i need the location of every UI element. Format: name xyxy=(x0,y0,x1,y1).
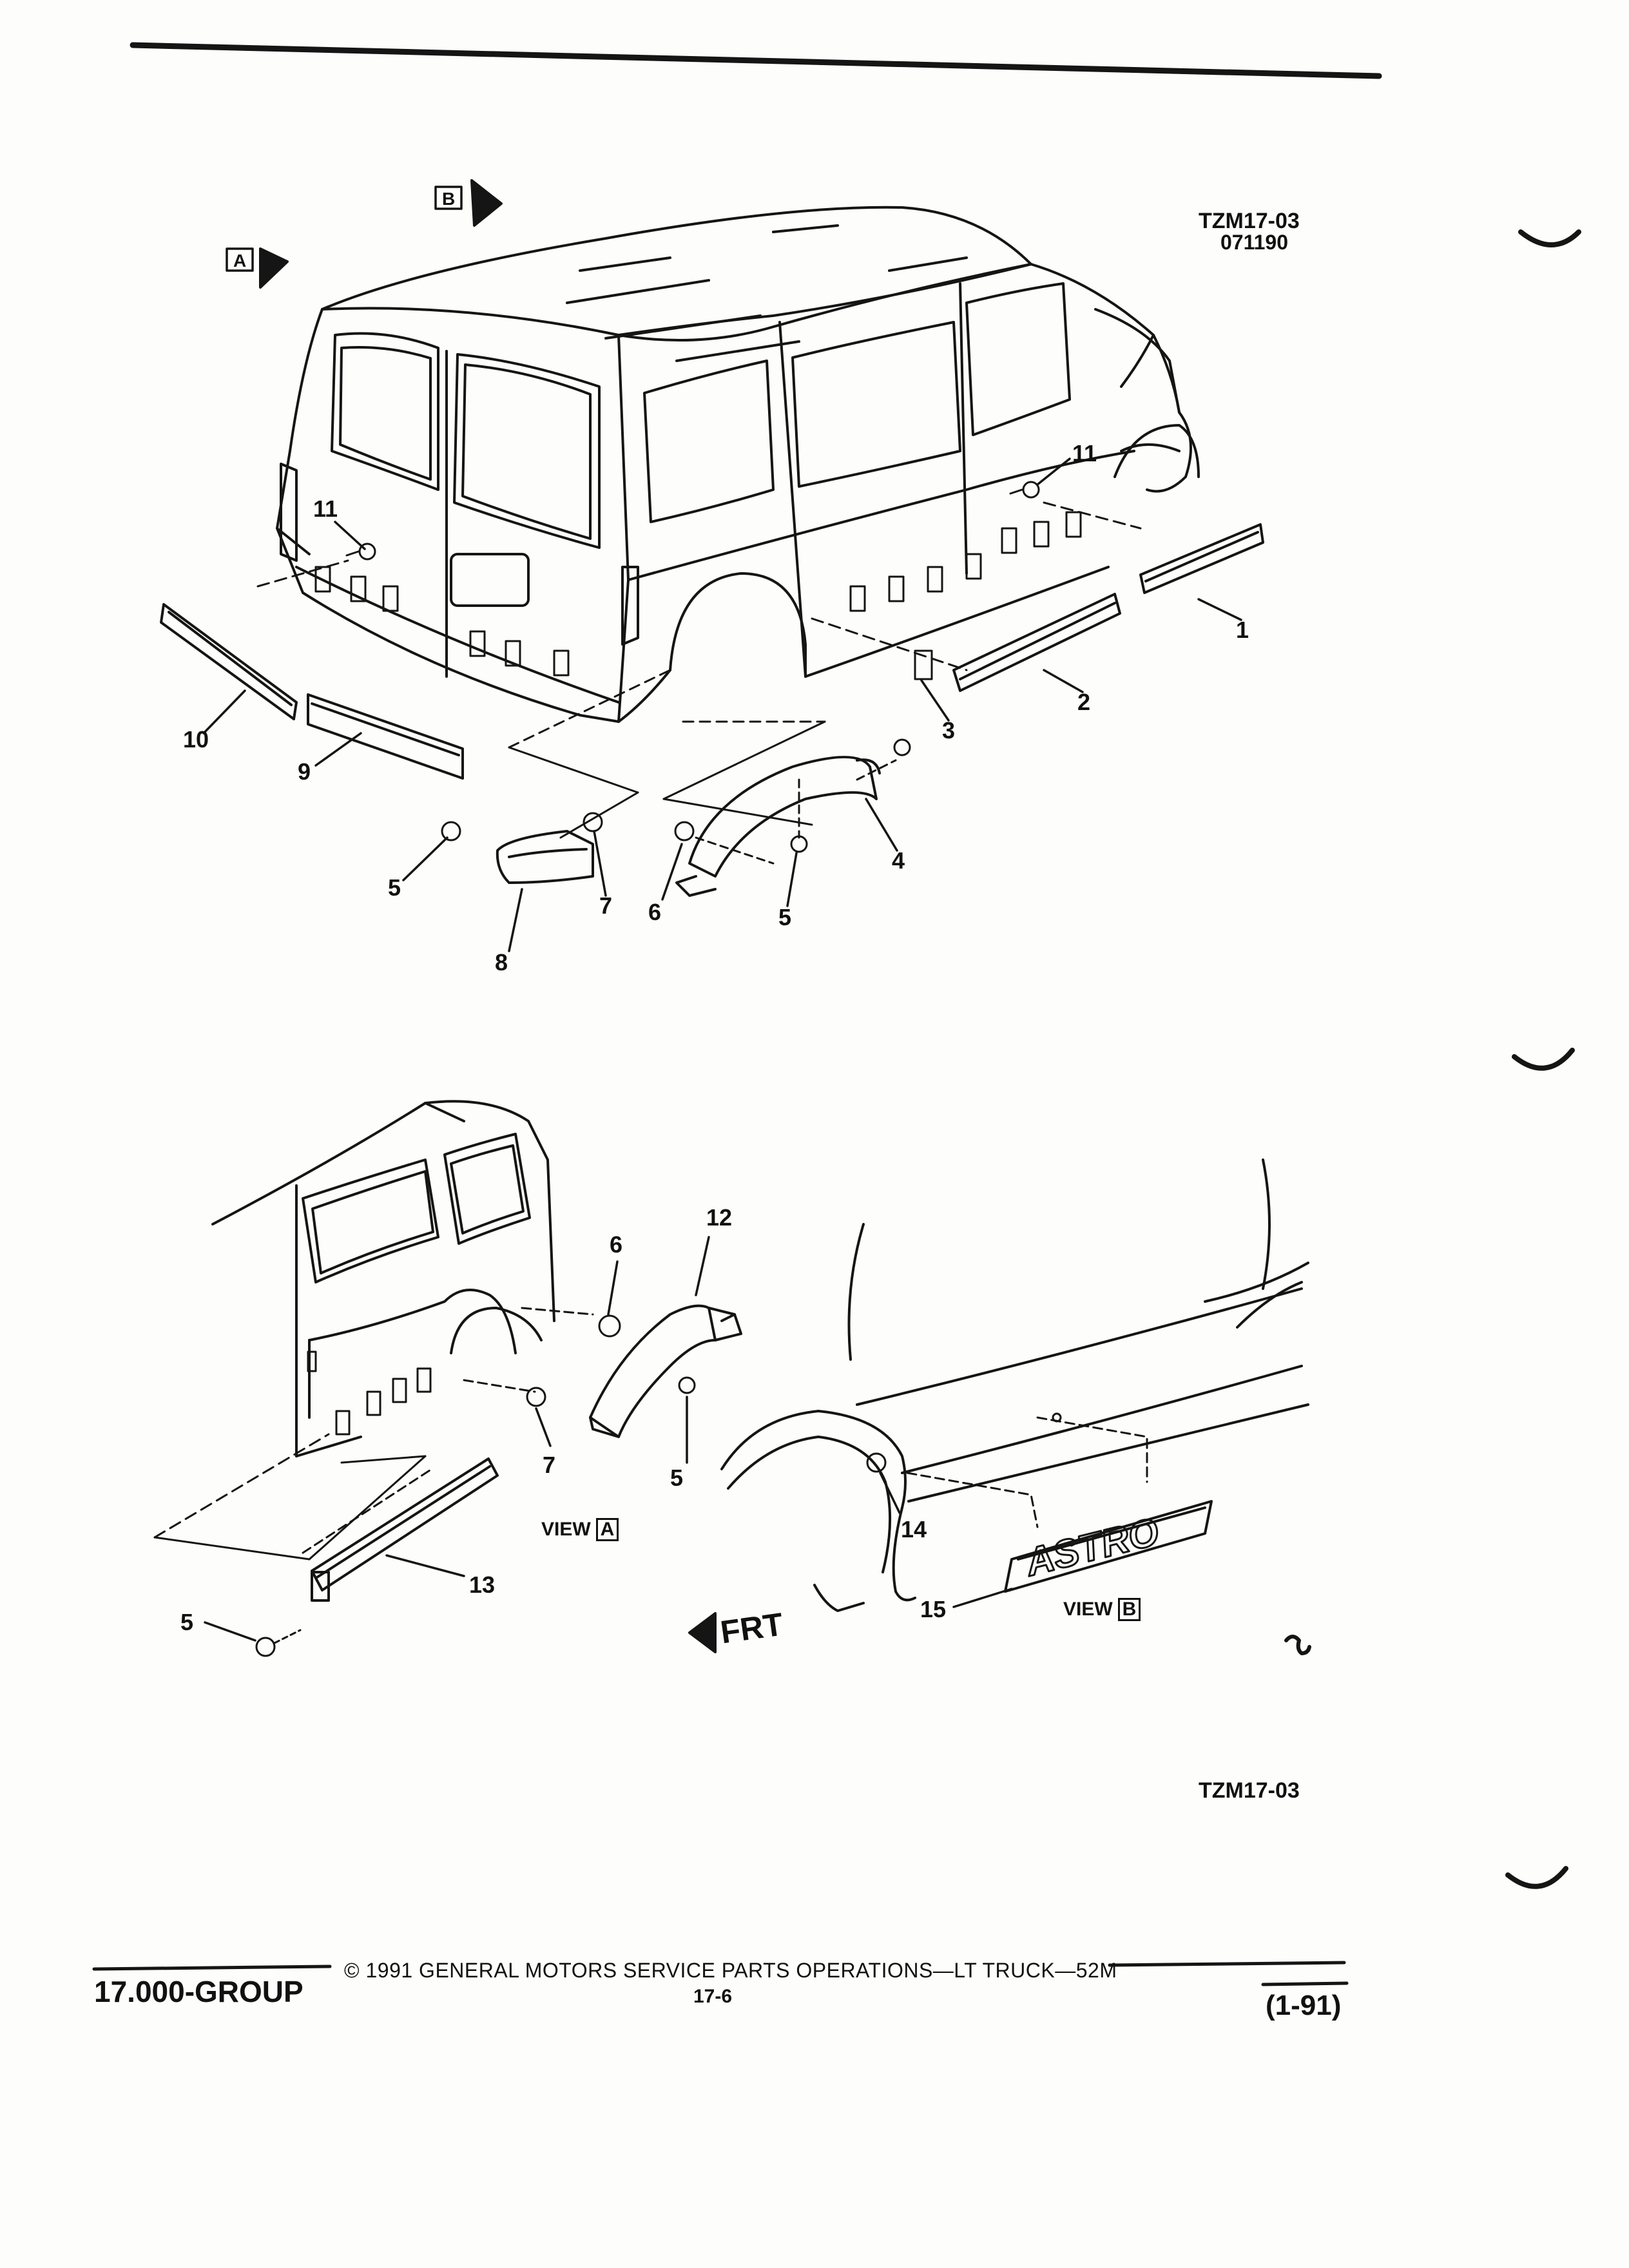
callout-leaders-view-a xyxy=(204,1236,710,1642)
footer-rule-left xyxy=(92,1965,332,1971)
side-molding-13 xyxy=(311,1457,499,1602)
footer-group-number: 17.000-GROUP xyxy=(94,1975,304,2008)
callout-5-view-a-flare: 5 xyxy=(670,1465,683,1491)
svg-text:ASTRO: ASTRO xyxy=(1020,1510,1163,1584)
fasteners-view-a xyxy=(255,1314,696,1657)
binder-mark-1 xyxy=(1518,229,1581,247)
svg-text:A: A xyxy=(233,251,246,271)
callout-6-view-a: 6 xyxy=(610,1231,622,1258)
astro-emblem: ASTRO xyxy=(1004,1500,1213,1593)
van-side-view-a xyxy=(211,1100,555,1457)
illustration-date-code: 071190 xyxy=(1220,231,1289,254)
side-moldings-top xyxy=(160,523,1264,780)
van-side-view-b xyxy=(720,1158,1309,1612)
view-b-letter: B xyxy=(1117,1598,1141,1621)
view-arrow-a: A xyxy=(226,247,289,289)
callout-4: 4 xyxy=(892,847,905,874)
binder-mark-3 xyxy=(1505,1866,1568,1889)
callout-11-rear: 11 xyxy=(313,495,338,522)
callouts-top: 11 11 1 2 3 4 5 6 5 7 8 9 10 xyxy=(183,440,1249,975)
van-rear-view xyxy=(276,206,1200,723)
callout-6: 6 xyxy=(648,899,661,925)
illustration-code: TZM17-03 xyxy=(1199,209,1300,233)
front-arrow xyxy=(688,1612,717,1653)
callout-1: 1 xyxy=(1236,617,1249,643)
leader-lines-view-b xyxy=(906,1416,1148,1528)
retainer-clips-view-a xyxy=(335,1367,432,1436)
callout-14: 14 xyxy=(901,1516,927,1542)
svg-text:B: B xyxy=(442,189,455,209)
callouts-view-a: 6 12 7 5 13 5 xyxy=(180,1204,732,1635)
footer-rule-date xyxy=(1261,1981,1349,1986)
callout-10: 10 xyxy=(183,726,209,753)
view-a-letter: A xyxy=(595,1518,619,1541)
fasteners-view-b xyxy=(866,1412,1062,1473)
callout-5-view-a-screw: 5 xyxy=(180,1609,193,1635)
view-b-word: VIEW xyxy=(1063,1599,1113,1620)
callouts-view-b: 14 15 xyxy=(901,1516,946,1622)
header-rule xyxy=(130,42,1382,79)
callout-5-rear: 5 xyxy=(388,874,401,901)
callout-leaders-view-b xyxy=(879,1472,1013,1608)
footer-rule-right xyxy=(1108,1961,1346,1967)
leader-lines-view-a xyxy=(153,1307,594,1561)
callout-9: 9 xyxy=(298,758,311,785)
illustration-code-bottom: TZM17-03 xyxy=(1199,1778,1300,1803)
callout-5-flare: 5 xyxy=(778,904,791,930)
leader-lines xyxy=(256,501,1142,865)
binder-mark-2 xyxy=(1512,1048,1575,1071)
footer-page-number: 17-6 xyxy=(693,1986,733,2007)
fasteners-top xyxy=(345,481,1040,853)
footer-copyright: © 1991 GENERAL MOTORS SERVICE PARTS OPER… xyxy=(344,1959,1117,1982)
callout-7-view-a: 7 xyxy=(543,1452,555,1478)
callout-3: 3 xyxy=(942,717,955,744)
callout-leaders-top xyxy=(202,457,1242,952)
callout-8: 8 xyxy=(495,949,508,975)
publisher-mark xyxy=(1284,1635,1311,1655)
callout-12: 12 xyxy=(706,1204,732,1231)
callout-2: 2 xyxy=(1077,689,1090,715)
view-a-word: VIEW xyxy=(541,1519,591,1540)
view-arrow-b: B xyxy=(434,179,503,227)
callout-13: 13 xyxy=(469,1571,495,1598)
footer-revision: (1-91) xyxy=(1266,1990,1342,2021)
callout-7: 7 xyxy=(599,892,612,919)
wheel-flare-12 xyxy=(589,1304,742,1438)
retainer-clips xyxy=(314,511,1082,680)
callout-11-front: 11 xyxy=(1072,440,1097,466)
callout-15: 15 xyxy=(920,1596,946,1622)
wheel-flares-top xyxy=(496,756,881,897)
